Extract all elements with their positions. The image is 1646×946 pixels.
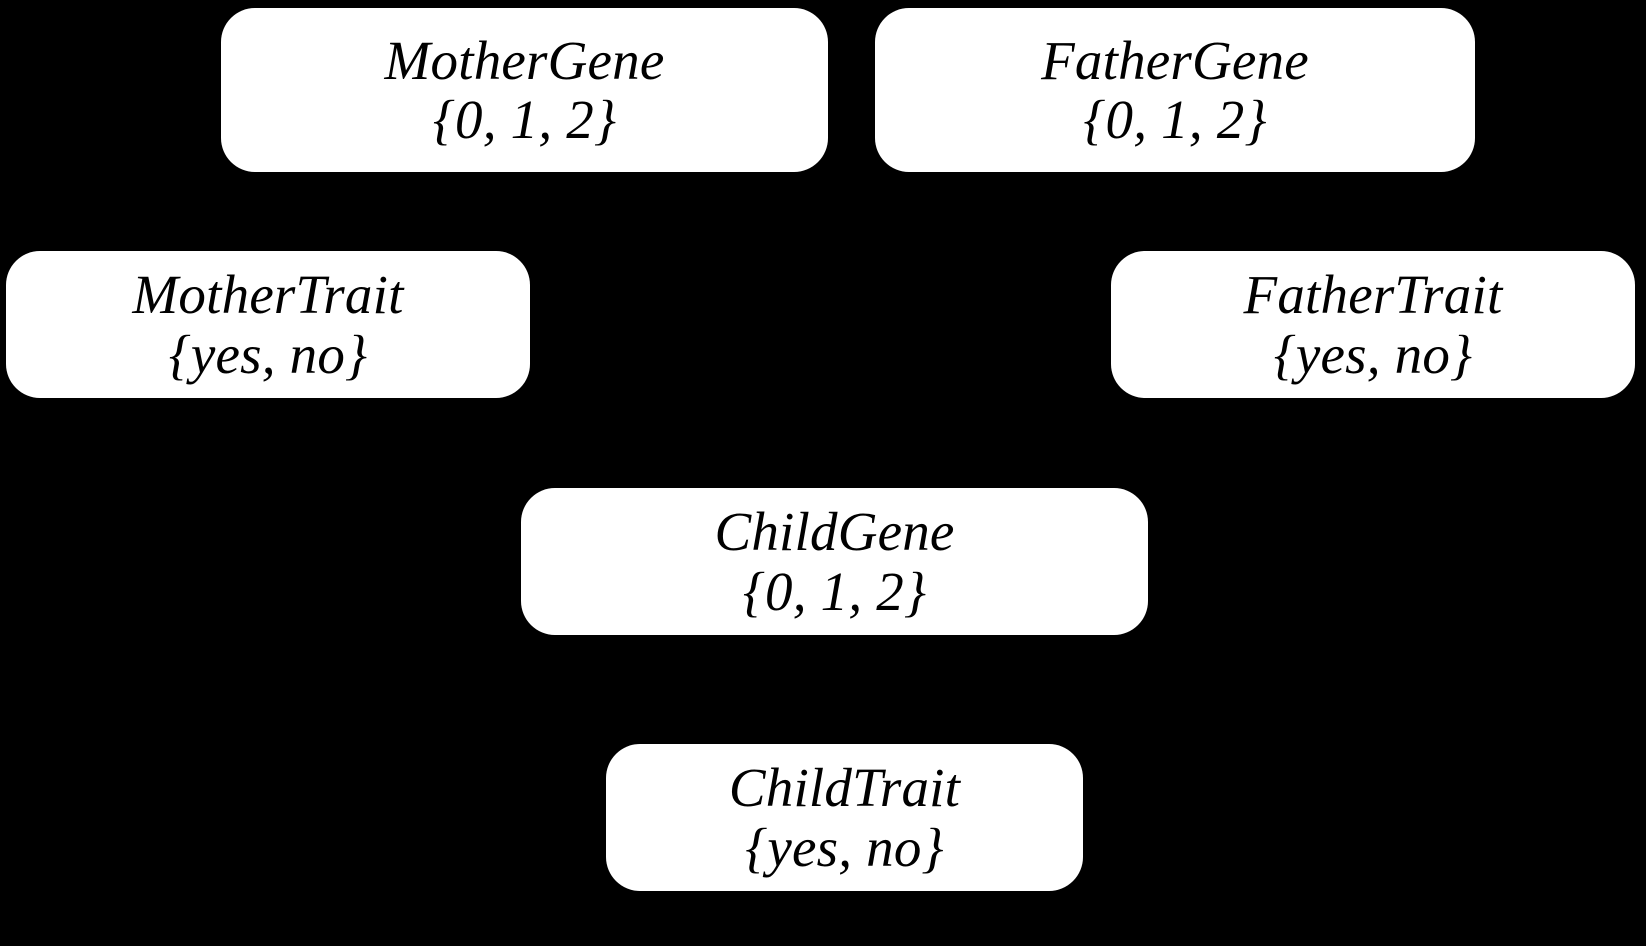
node-label-domain: {yes, no} xyxy=(168,323,368,385)
node-father-trait[interactable]: FatherTrait {yes, no} xyxy=(1111,251,1635,398)
node-label-name: ChildGene xyxy=(714,501,955,563)
node-label-domain: {0, 1, 2} xyxy=(742,560,927,622)
node-mother-gene[interactable]: MotherGene {0, 1, 2} xyxy=(221,8,828,172)
node-label-name: FatherTrait xyxy=(1243,264,1503,326)
node-label-name: FatherGene xyxy=(1041,29,1309,91)
node-child-trait[interactable]: ChildTrait {yes, no} xyxy=(606,744,1083,891)
node-label-domain: {yes, no} xyxy=(1273,323,1473,385)
node-label-domain: {0, 1, 2} xyxy=(1083,89,1267,150)
node-label-name: ChildTrait xyxy=(728,757,961,819)
node-label-domain: {yes, no} xyxy=(745,816,944,878)
node-label-name: MotherTrait xyxy=(132,264,404,326)
node-father-gene[interactable]: FatherGene {0, 1, 2} xyxy=(875,8,1475,172)
node-label-domain: {0, 1, 2} xyxy=(432,89,617,150)
node-label-name: MotherGene xyxy=(384,29,665,91)
node-child-gene[interactable]: ChildGene {0, 1, 2} xyxy=(521,488,1148,635)
node-mother-trait[interactable]: MotherTrait {yes, no} xyxy=(6,251,530,398)
